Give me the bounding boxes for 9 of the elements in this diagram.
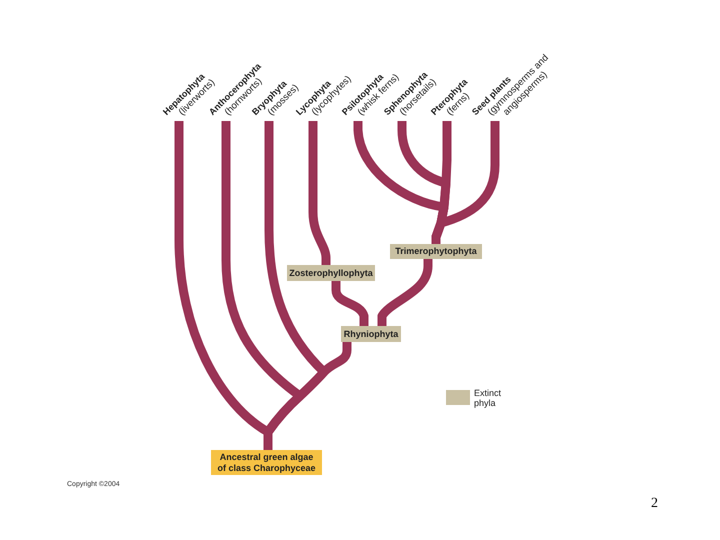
legend-label: Extinct phyla [474,388,502,408]
tree-branch [332,281,368,326]
page-number: 2 [651,496,658,512]
phylum-tag: Zosterophyllophyta [287,265,375,281]
ancestor-tag: Ancestral green algae of class Charophyceae [211,450,322,475]
tree-branch [308,121,330,265]
tree-branch [378,259,432,326]
phylum-tag: Rhyniophyta [341,326,401,342]
phylum-tag: Trimerophytophyta [390,244,482,259]
